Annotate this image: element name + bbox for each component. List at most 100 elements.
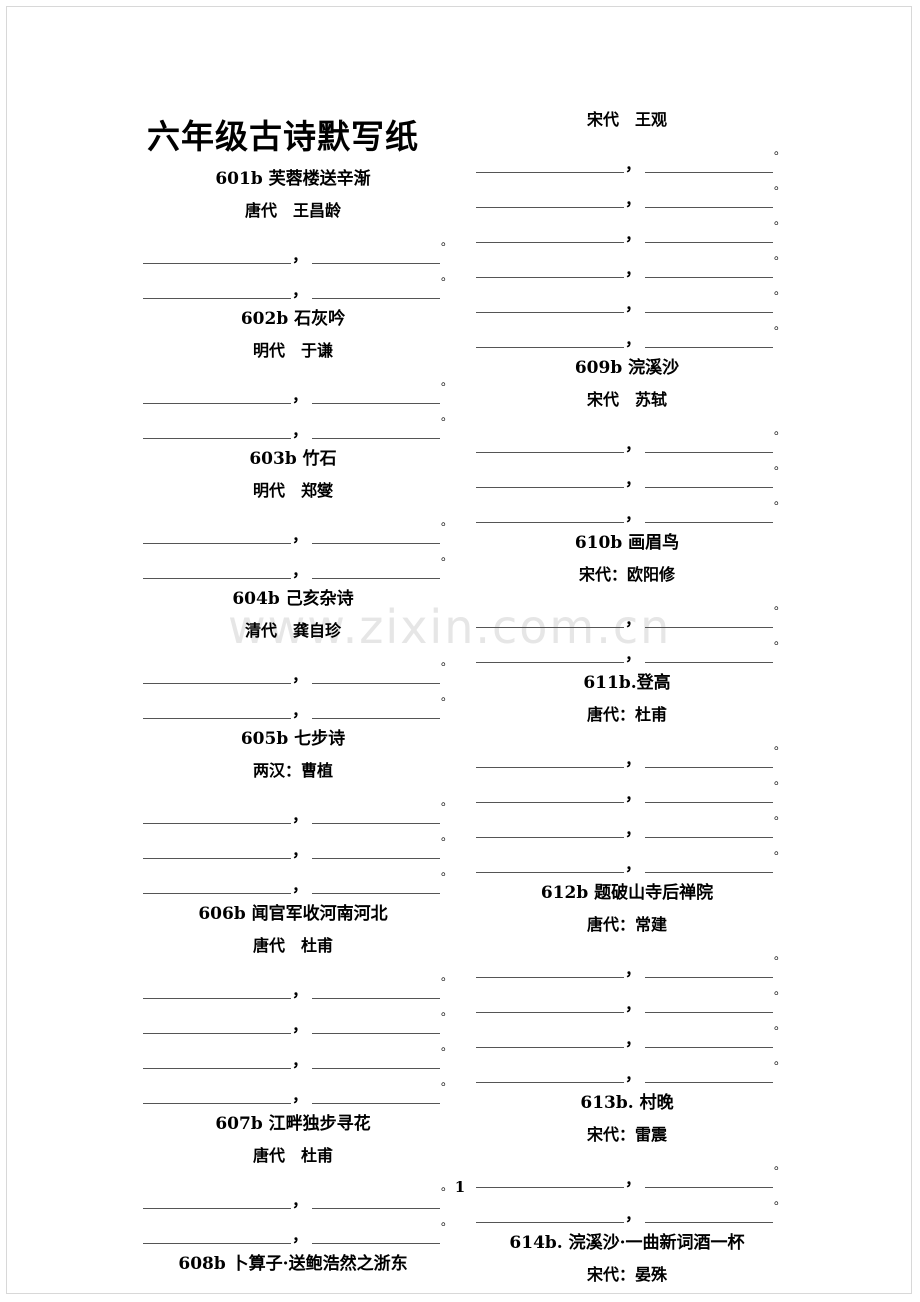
blank-writing-line[interactable]: ，。 [143, 1034, 453, 1069]
blank-rule-first[interactable] [476, 645, 624, 663]
blank-writing-line[interactable]: ，。 [476, 978, 786, 1013]
blank-rule-first[interactable] [476, 1030, 624, 1048]
blank-rule-first[interactable] [476, 855, 624, 873]
blank-rule-second[interactable] [645, 785, 774, 803]
blank-rule-first[interactable] [143, 1191, 291, 1209]
blank-rule-first[interactable] [143, 806, 291, 824]
blank-rule-second[interactable] [312, 981, 441, 999]
blank-writing-line[interactable]: ，。 [476, 313, 786, 348]
blank-rule-first[interactable] [143, 1086, 291, 1104]
blank-writing-line[interactable]: ，。 [476, 803, 786, 838]
blank-writing-line[interactable]: ，。 [476, 488, 786, 523]
blank-rule-first[interactable] [143, 526, 291, 544]
blank-writing-line[interactable]: ，。 [476, 593, 786, 628]
blank-rule-first[interactable] [143, 1051, 291, 1069]
blank-rule-second[interactable] [645, 260, 774, 278]
blank-writing-line[interactable]: ，。 [476, 278, 786, 313]
blank-writing-line[interactable]: ，。 [476, 733, 786, 768]
blank-rule-first[interactable] [143, 281, 291, 299]
blank-writing-line[interactable]: ，。 [143, 264, 453, 299]
blank-rule-second[interactable] [645, 330, 774, 348]
blank-rule-first[interactable] [476, 820, 624, 838]
blank-writing-line[interactable]: ，。 [143, 789, 453, 824]
blank-writing-line[interactable]: ，。 [143, 544, 453, 579]
blank-rule-second[interactable] [312, 876, 441, 894]
blank-rule-first[interactable] [143, 981, 291, 999]
blank-rule-second[interactable] [312, 281, 441, 299]
blank-rule-second[interactable] [645, 155, 774, 173]
blank-rule-first[interactable] [143, 666, 291, 684]
blank-writing-line[interactable]: ，。 [476, 838, 786, 873]
blank-writing-line[interactable]: ，。 [476, 453, 786, 488]
blank-rule-first[interactable] [143, 841, 291, 859]
blank-writing-line[interactable]: ，。 [143, 369, 453, 404]
blank-writing-line[interactable]: ，。 [476, 1188, 786, 1223]
blank-rule-first[interactable] [143, 1226, 291, 1244]
blank-rule-first[interactable] [143, 386, 291, 404]
blank-writing-line[interactable]: ，。 [476, 173, 786, 208]
blank-writing-line[interactable]: ，。 [476, 768, 786, 803]
blank-writing-line[interactable]: ，。 [143, 684, 453, 719]
blank-rule-first[interactable] [476, 435, 624, 453]
blank-rule-first[interactable] [476, 330, 624, 348]
blank-rule-first[interactable] [143, 561, 291, 579]
blank-rule-second[interactable] [645, 1030, 774, 1048]
blank-writing-line[interactable]: ，。 [143, 824, 453, 859]
blank-rule-first[interactable] [143, 876, 291, 894]
blank-writing-line[interactable]: ，。 [476, 943, 786, 978]
blank-writing-line[interactable]: ，。 [143, 1069, 453, 1104]
blank-writing-line[interactable]: ，。 [143, 964, 453, 999]
blank-rule-first[interactable] [476, 1065, 624, 1083]
blank-rule-first[interactable] [476, 225, 624, 243]
blank-rule-second[interactable] [312, 246, 441, 264]
blank-rule-second[interactable] [645, 295, 774, 313]
blank-rule-second[interactable] [645, 610, 774, 628]
blank-rule-second[interactable] [312, 421, 441, 439]
blank-rule-second[interactable] [645, 645, 774, 663]
blank-rule-first[interactable] [143, 421, 291, 439]
blank-rule-first[interactable] [476, 995, 624, 1013]
blank-rule-first[interactable] [476, 295, 624, 313]
blank-writing-line[interactable]: ，。 [143, 999, 453, 1034]
blank-rule-first[interactable] [476, 1170, 624, 1188]
blank-rule-second[interactable] [645, 960, 774, 978]
blank-writing-line[interactable]: ，。 [143, 509, 453, 544]
blank-rule-second[interactable] [645, 995, 774, 1013]
blank-rule-first[interactable] [476, 960, 624, 978]
blank-writing-line[interactable]: ，。 [143, 859, 453, 894]
blank-writing-line[interactable]: ，。 [476, 138, 786, 173]
blank-writing-line[interactable]: ，。 [143, 1174, 453, 1209]
blank-rule-first[interactable] [476, 785, 624, 803]
blank-writing-line[interactable]: ，。 [476, 1153, 786, 1188]
blank-writing-line[interactable]: ，。 [476, 208, 786, 243]
blank-rule-first[interactable] [476, 750, 624, 768]
blank-rule-first[interactable] [476, 190, 624, 208]
blank-rule-second[interactable] [312, 386, 441, 404]
blank-rule-first[interactable] [143, 1016, 291, 1034]
blank-rule-second[interactable] [312, 701, 441, 719]
blank-writing-line[interactable]: ，。 [143, 1209, 453, 1244]
blank-writing-line[interactable]: ，。 [476, 243, 786, 278]
blank-writing-line[interactable]: ，。 [476, 418, 786, 453]
blank-writing-line[interactable]: ，。 [143, 649, 453, 684]
blank-rule-second[interactable] [645, 820, 774, 838]
blank-rule-second[interactable] [645, 190, 774, 208]
blank-rule-first[interactable] [476, 610, 624, 628]
blank-writing-line[interactable]: ，。 [476, 628, 786, 663]
blank-rule-second[interactable] [312, 1191, 441, 1209]
blank-rule-second[interactable] [312, 841, 441, 859]
blank-rule-first[interactable] [476, 470, 624, 488]
blank-rule-second[interactable] [645, 470, 774, 488]
blank-rule-first[interactable] [476, 155, 624, 173]
blank-rule-second[interactable] [645, 1065, 774, 1083]
blank-rule-second[interactable] [645, 505, 774, 523]
blank-writing-line[interactable]: ，。 [143, 229, 453, 264]
blank-rule-second[interactable] [312, 526, 441, 544]
blank-rule-second[interactable] [312, 806, 441, 824]
blank-rule-second[interactable] [645, 1205, 774, 1223]
blank-writing-line[interactable]: ，。 [143, 404, 453, 439]
blank-rule-second[interactable] [312, 666, 441, 684]
blank-rule-second[interactable] [645, 855, 774, 873]
blank-rule-second[interactable] [645, 750, 774, 768]
blank-rule-second[interactable] [312, 1226, 441, 1244]
